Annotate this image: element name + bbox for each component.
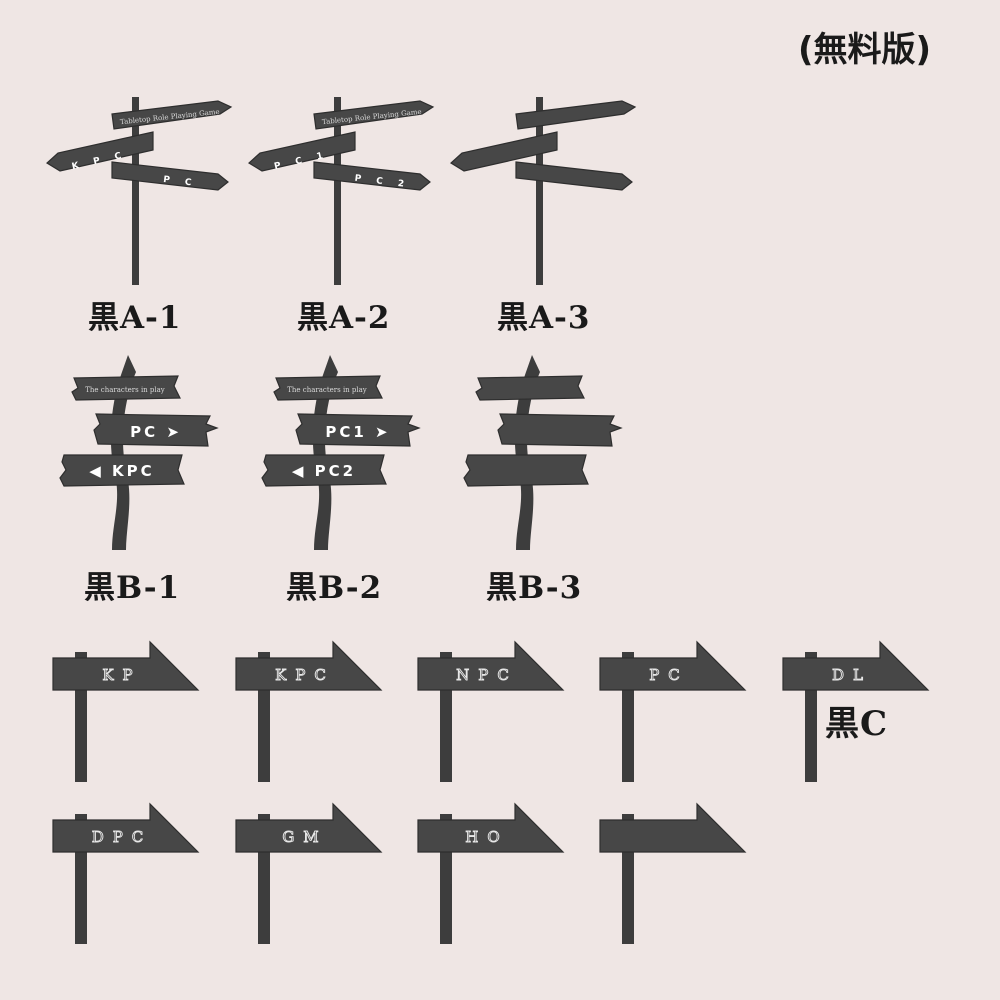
sign-board-middle: [93, 413, 219, 447]
sign-board-top: [71, 375, 181, 401]
sign-post: [110, 355, 136, 550]
sign-board-top: [313, 100, 435, 130]
signpost-b-3: [463, 355, 623, 550]
sign-post: [132, 97, 139, 285]
sign-text: NPC: [456, 666, 518, 684]
sign-board-right: [313, 161, 431, 191]
sign-board-left: [450, 131, 558, 172]
sign-post: [334, 97, 341, 285]
sign-text-bottom: ◀ PC2: [292, 462, 356, 480]
label-a2: 黒A-2: [297, 300, 391, 336]
sign-board-arrow: [235, 802, 383, 853]
sign-board-arrow: [417, 802, 565, 853]
signpost-b-1: The characters in play PC ➤ ◀ KPC: [59, 355, 219, 550]
sign-text: KPC: [275, 666, 335, 684]
label-b1: 黒B-1: [84, 570, 181, 606]
sign-board-left: [248, 131, 356, 172]
sign-board-top: [273, 375, 383, 401]
sign-text: KP: [102, 666, 141, 684]
sign-board-arrow: [52, 640, 200, 691]
sign-text-bottom: ◀ KPC: [89, 462, 154, 480]
signpost-c-9: [599, 802, 747, 944]
signpost-c-5: DL: [782, 640, 930, 782]
sign-board-bottom: [59, 454, 185, 487]
signpost-c-6: DPC: [52, 802, 200, 944]
sign-board-arrow: [782, 640, 930, 691]
sign-post: [536, 97, 543, 285]
label-c: 黒C: [825, 704, 889, 744]
sign-text-top: The characters in play: [85, 386, 165, 394]
sign-board-arrow: [52, 802, 200, 853]
sign-text: GM: [282, 828, 327, 846]
sign-board-right: [111, 161, 229, 191]
sign-board-top: [475, 375, 585, 401]
sign-text: HO: [465, 828, 508, 846]
sign-text-middle: PC ➤: [130, 423, 182, 441]
sign-board-middle: [295, 413, 421, 447]
signpost-c-8: HO: [417, 802, 565, 944]
sign-board-arrow: [599, 640, 747, 691]
signpost-c-3: NPC: [417, 640, 565, 782]
sign-board-right: [515, 161, 633, 191]
sign-text: PC: [649, 666, 689, 684]
sign-board-middle: [497, 413, 623, 447]
sign-text: DPC: [92, 828, 153, 846]
signpost-c-2: KPC: [235, 640, 383, 782]
edition-label: (無料版): [798, 30, 932, 70]
sign-text-top: The characters in play: [287, 386, 367, 394]
sign-board-bottom: [261, 454, 387, 487]
signpost-c-7: GM: [235, 802, 383, 944]
sign-board-left: [46, 131, 154, 172]
signpost-c-4: PC: [599, 640, 747, 782]
sign-text: DL: [832, 666, 872, 684]
sign-post: [312, 355, 338, 550]
sign-board-bottom: [463, 454, 589, 487]
signpost-a-3: [450, 97, 637, 285]
sign-board-arrow: [599, 802, 747, 853]
sign-board-top: [515, 100, 637, 130]
sign-board-arrow: [235, 640, 383, 691]
sign-post: [514, 355, 540, 550]
sign-text-right: P C: [163, 175, 198, 189]
label-b3: 黒B-3: [486, 570, 583, 606]
sign-board-top: [111, 100, 233, 130]
label-b2: 黒B-2: [286, 570, 383, 606]
signpost-c-1: KP: [52, 640, 200, 782]
sign-text-middle: PC1 ➤: [325, 423, 390, 441]
label-a1: 黒A-1: [88, 300, 182, 336]
label-a3: 黒A-3: [497, 300, 591, 336]
sign-board-arrow: [417, 640, 565, 691]
